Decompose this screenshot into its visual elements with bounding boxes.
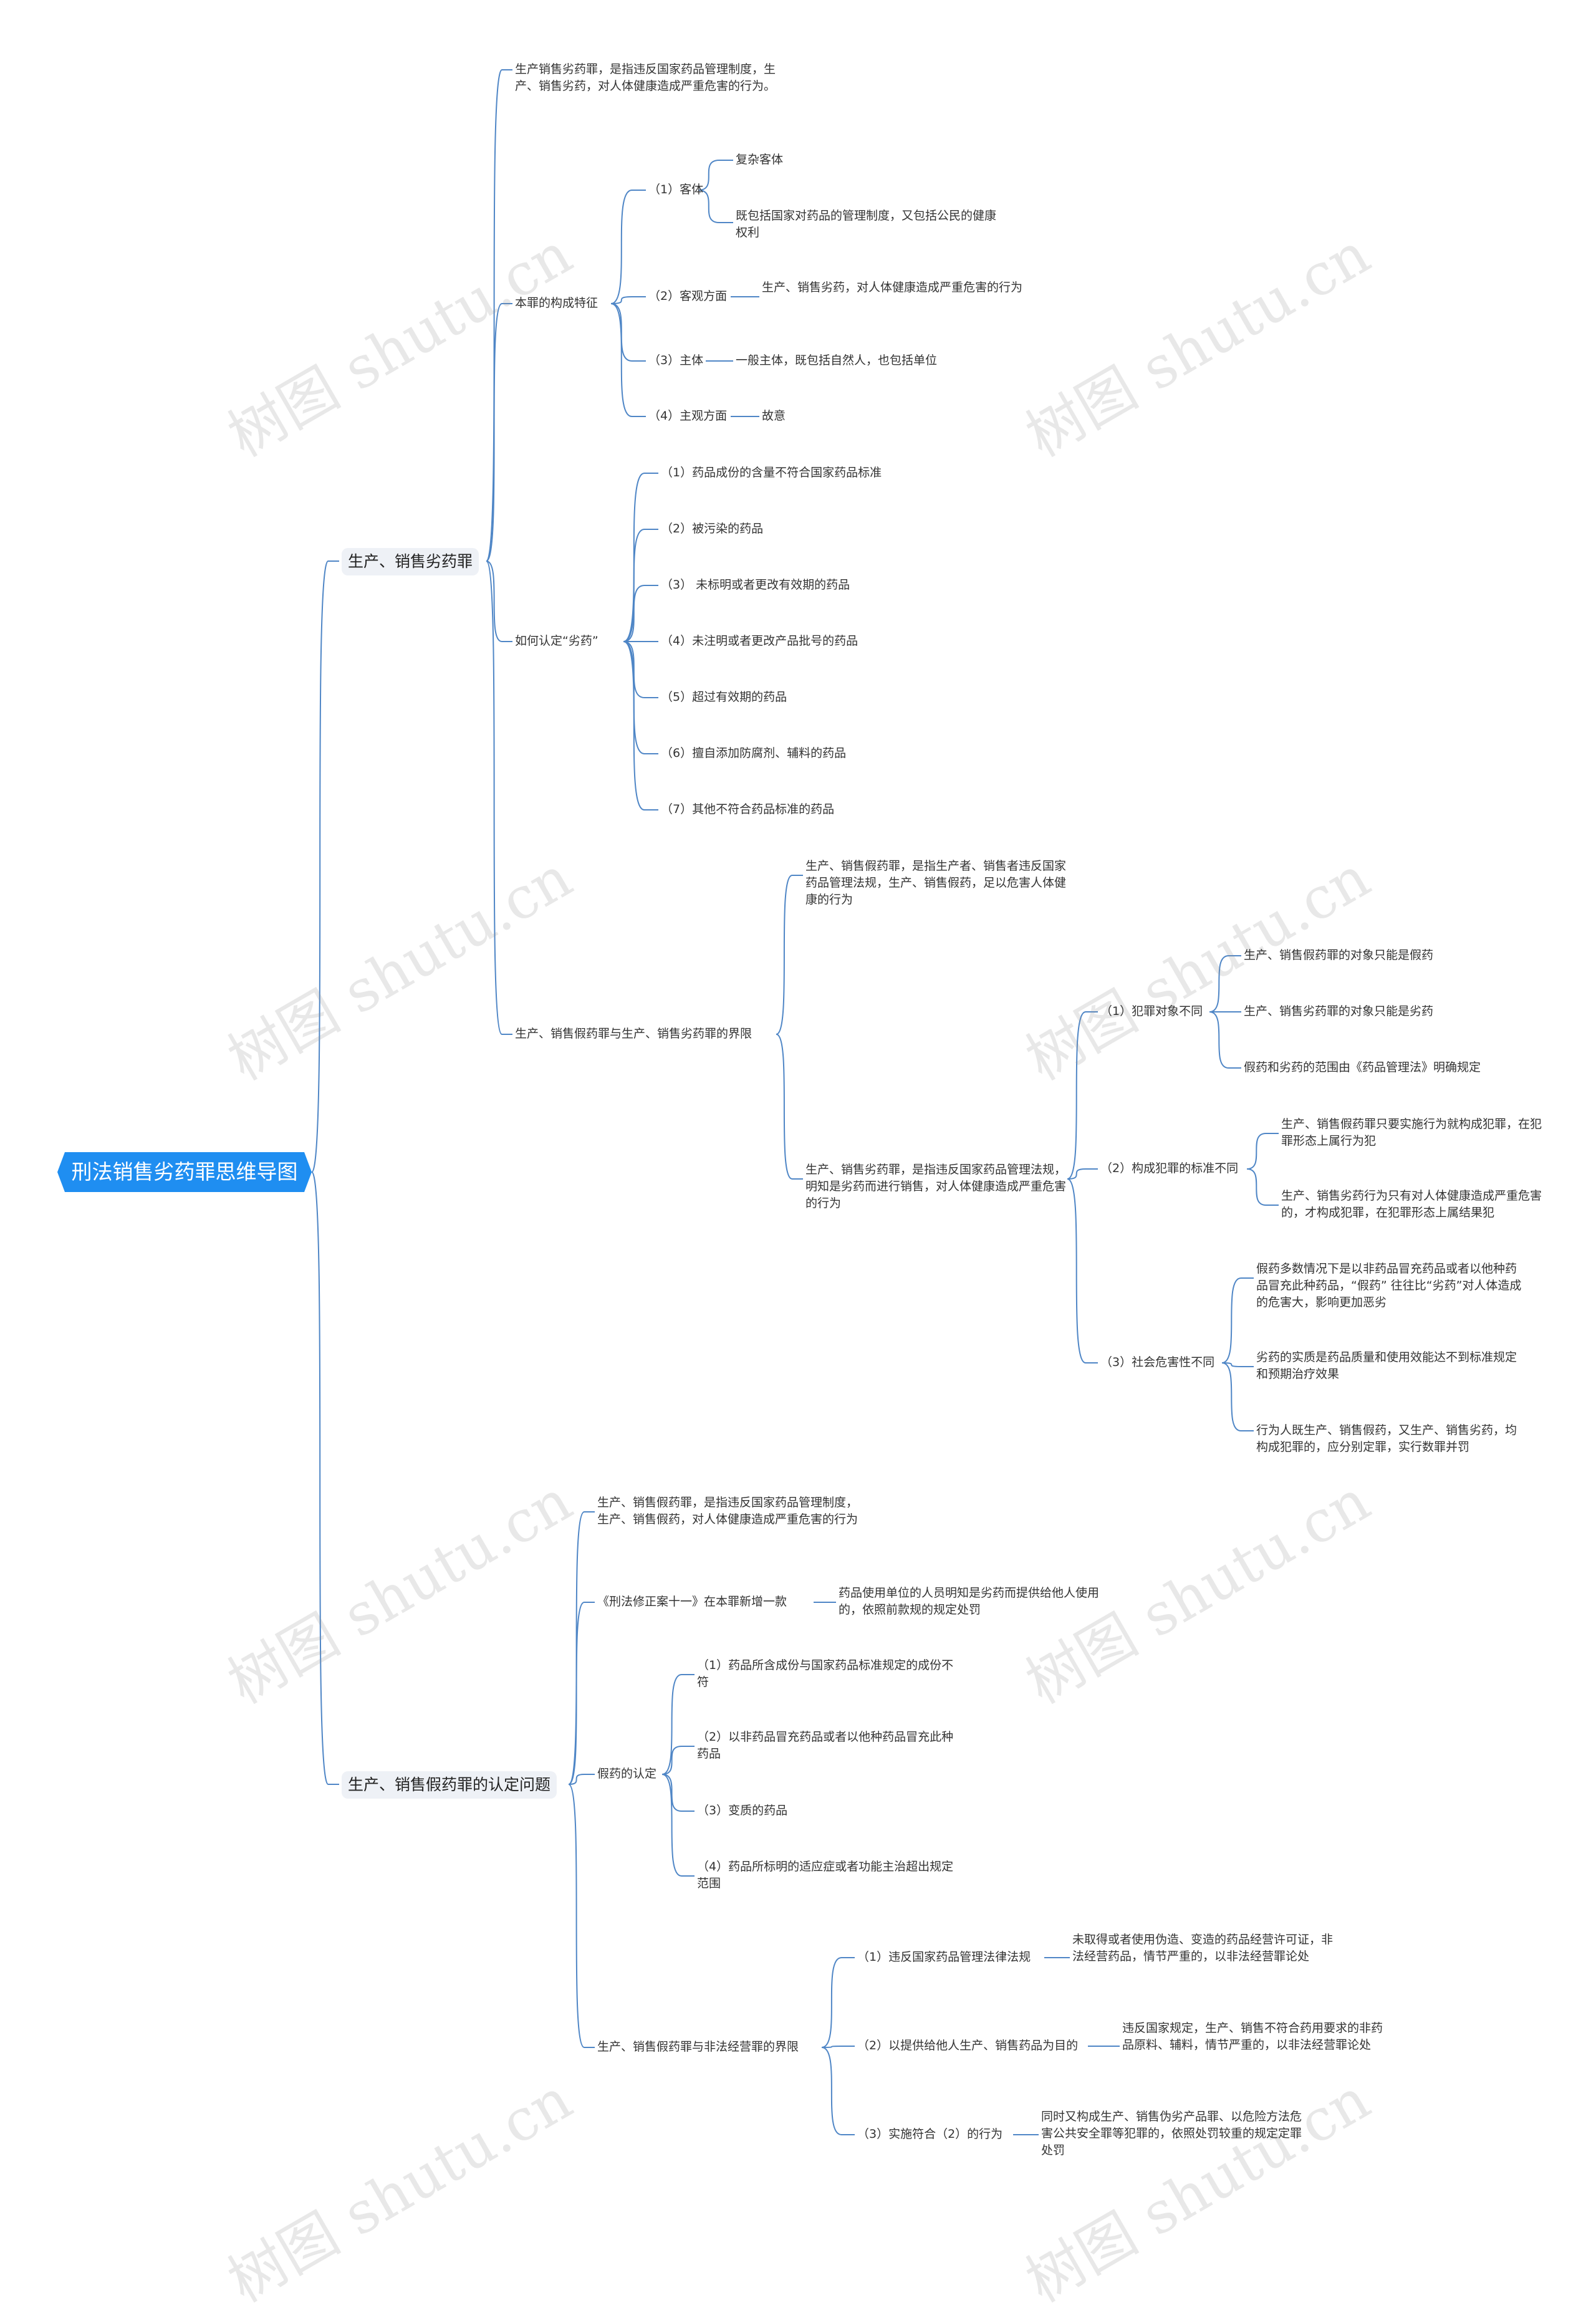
boundary-label[interactable]: 生产、销售假药罪与生产、销售劣药罪的界限 xyxy=(515,1027,752,1041)
fake-identify-item-4[interactable]: （4）药品所标明的适应症或者功能主治超出规定范围 xyxy=(697,1860,954,1890)
inferior-definition[interactable]: 生产销售劣药罪，是指违反国家药品管理制度，生产、销售劣药，对人体健康造成严重危害… xyxy=(515,62,776,93)
illegal-item-2-label[interactable]: （2）以提供给他人生产、销售药品为目的 xyxy=(857,2039,1079,2052)
identify-item-4[interactable]: （4）未注明或者更改产品批号的药品 xyxy=(661,634,858,648)
fake-identify-item-3[interactable]: （3）变质的药品 xyxy=(697,1804,788,1817)
illegal-item-1-value[interactable]: 未取得或者使用伪造、变造的药品经营许可证，非法经营药品，情节严重的，以非法经营罪… xyxy=(1072,1933,1334,1963)
diff2-label[interactable]: （2）构成犯罪的标准不同 xyxy=(1100,1161,1239,1175)
object-label[interactable]: （1）客体 xyxy=(648,183,704,196)
connector-lines xyxy=(311,69,1279,2135)
illegal-item-3-value[interactable]: 同时又构成生产、销售伪劣产品罪、以危险方法危害公共安全罪等犯罪的，依照处罚较重的… xyxy=(1041,2110,1302,2157)
diff1-item-2[interactable]: 生产、销售劣药罪的对象只能是劣药 xyxy=(1244,1004,1434,1018)
fake-identify-label[interactable]: 假药的认定 xyxy=(597,1767,657,1781)
diff3-item-3[interactable]: 行为人既生产、销售假药，又生产、销售劣药，均构成犯罪的，应分别定罪，实行数罪并罚 xyxy=(1256,1423,1517,1454)
amendment-value[interactable]: 药品使用单位的人员明知是劣药而提供给他人使用的，依照前款规的规定处罚 xyxy=(839,1586,1100,1617)
diff3-label[interactable]: （3）社会危害性不同 xyxy=(1100,1355,1215,1369)
constitution-features[interactable]: 本罪的构成特征 xyxy=(515,296,598,310)
diff3-item-2[interactable]: 劣药的实质是药品质量和使用效能达不到标准规定 和预期治疗效果 xyxy=(1256,1350,1517,1381)
identify-item-2[interactable]: （2）被污染的药品 xyxy=(661,522,764,536)
diff2-item-2[interactable]: 生产、销售劣药行为只有对人体健康造成严重危害的，才构成犯罪，在犯罪形态上属结果犯 xyxy=(1281,1189,1542,1219)
diff2-item-1[interactable]: 生产、销售假药罪只要实施行为就构成犯罪，在犯罪形态上属行为犯 xyxy=(1281,1117,1542,1148)
amendment-label[interactable]: 《刑法修正案十一》在本罪新增一款 xyxy=(597,1595,787,1609)
inferior-definition-2[interactable]: 生产、销售劣药罪，是指违反国家药品管理法规，明知是劣药而进行销售，对人体健康造成… xyxy=(805,1163,1067,1210)
branch-fake-drug-identification[interactable]: 生产、销售假药罪的认定问题 xyxy=(342,1771,557,1799)
diff1-label[interactable]: （1）犯罪对象不同 xyxy=(1100,1004,1203,1018)
branch-inferior-drug-crime[interactable]: 生产、销售劣药罪 xyxy=(342,548,479,575)
diff1-item-1[interactable]: 生产、销售假药罪的对象只能是假药 xyxy=(1244,948,1434,962)
identify-item-1[interactable]: （1）药品成份的含量不符合国家药品标准 xyxy=(661,466,882,479)
illegal-item-2-value[interactable]: 违反国家规定，生产、销售不符合药用要求的非药品原料、辅料，情节严重的，以非法经营… xyxy=(1122,2021,1383,2052)
subjective-label[interactable]: （4）主观方面 xyxy=(648,409,728,423)
identify-item-5[interactable]: （5）超过有效期的药品 xyxy=(661,690,787,704)
fake-definition[interactable]: 生产、销售假药罪，是指生产者、销售者违反国家药品管理法规，生产、销售假药，足以危… xyxy=(805,859,1067,907)
objective-label[interactable]: （2）客观方面 xyxy=(648,289,728,303)
illegal-item-3-label[interactable]: （3）实施符合（2）的行为 xyxy=(857,2127,1003,2141)
identify-item-3[interactable]: （3） 未标明或者更改有效期的药品 xyxy=(661,578,850,592)
fake-identify-item-2[interactable]: （2）以非药品冒充药品或者以他种药品冒充此种药品 xyxy=(697,1730,954,1761)
root-node[interactable]: 刑法销售劣药罪思维导图 xyxy=(57,1152,312,1192)
fake-drug-definition[interactable]: 生产、销售假药罪，是指违反国家药品管理制度，生产、销售假药，对人体健康造成严重危… xyxy=(597,1496,858,1526)
subjective-value[interactable]: 故意 xyxy=(762,409,786,423)
identify-item-7[interactable]: （7）其他不符合药品标准的药品 xyxy=(661,802,835,816)
diff1-item-3[interactable]: 假药和劣药的范围由《药品管理法》明确规定 xyxy=(1244,1060,1481,1074)
subject-value[interactable]: 一般主体，既包括自然人，也包括单位 xyxy=(736,353,938,367)
identify-item-6[interactable]: （6）擅自添加防腐剂、辅料的药品 xyxy=(661,746,847,760)
diff3-item-1[interactable]: 假药多数情况下是以非药品冒充药品或者以他种药品冒充此种药品，“假药” 往往比“劣… xyxy=(1256,1262,1522,1309)
object-item-2[interactable]: 既包括国家对药品的管理制度，又包括公民的健康权利 xyxy=(736,209,997,239)
illegal-item-1-label[interactable]: （1）违反国家药品管理法律法规 xyxy=(857,1950,1031,1964)
identify-inferior-label[interactable]: 如何认定“劣药” xyxy=(515,634,598,648)
objective-value[interactable]: 生产、销售劣药，对人体健康造成严重危害的行为 xyxy=(762,281,1023,294)
illegal-business-label[interactable]: 生产、销售假药罪与非法经营罪的界限 xyxy=(597,2040,799,2054)
fake-identify-item-1[interactable]: （1）药品所含成份与国家药品标准规定的成份不符 xyxy=(697,1658,954,1689)
object-item-1[interactable]: 复杂客体 xyxy=(736,153,784,166)
subject-label[interactable]: （3）主体 xyxy=(648,353,704,367)
